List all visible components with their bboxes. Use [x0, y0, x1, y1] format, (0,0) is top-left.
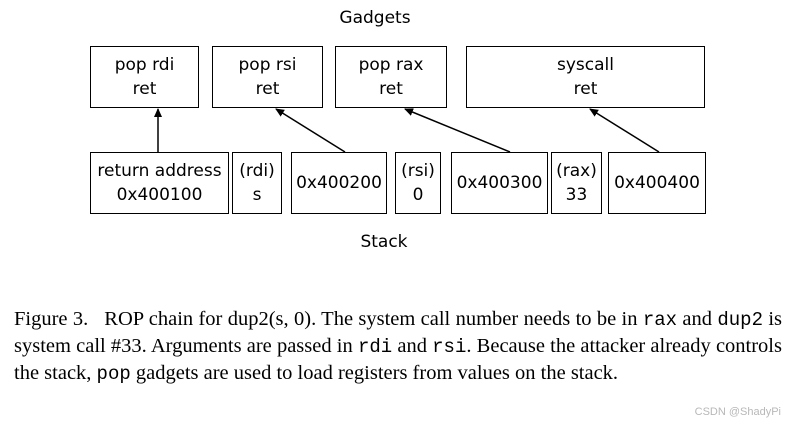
gadget-line2: ret	[132, 79, 157, 99]
arrow-rsi	[275, 108, 346, 153]
stack-line1: (rsi)	[401, 161, 435, 181]
caption-code-pop: pop	[96, 363, 131, 385]
stack-rax-value: (rax) 33	[551, 152, 602, 214]
caption-code-rdi: rdi	[357, 336, 393, 358]
caption-code-dup2: dup2	[717, 309, 763, 331]
watermark: CSDN @ShadyPi	[694, 406, 781, 418]
stack-line2: 0	[412, 185, 424, 205]
gadget-line2: ret	[573, 79, 598, 99]
figure-caption: Figure 3. ROP chain for dup2(s, 0). The …	[14, 306, 782, 387]
gadgets-title: Gadgets	[339, 8, 411, 28]
gadget-syscall: syscall ret	[466, 46, 705, 108]
stack-rdi-value: (rdi) s	[232, 152, 282, 214]
stack-line1: return address	[97, 161, 222, 181]
diagram-arrows	[154, 108, 660, 153]
caption-text: and	[677, 308, 718, 330]
caption-text: ROP chain for dup2(s, 0). The system cal…	[104, 308, 638, 330]
stack-line2: 0x400400	[614, 173, 700, 193]
arrow-rax	[404, 108, 511, 153]
stack-rsi-value: (rsi) 0	[395, 152, 441, 214]
arrow-syscall	[589, 108, 660, 153]
stack-addr-pop-rsi: 0x400200	[291, 152, 387, 214]
stack-title: Stack	[360, 232, 408, 252]
caption-text: and	[392, 335, 433, 357]
gadget-pop-rsi: pop rsi ret	[212, 46, 323, 108]
caption-label: Figure 3.	[14, 308, 89, 330]
stack-line2: 0x400100	[116, 185, 203, 205]
stack-line1: (rax)	[556, 161, 597, 181]
gadget-line1: pop rsi	[238, 55, 297, 75]
gadget-line1: pop rdi	[114, 55, 175, 75]
caption-text: is system call #33. Arguments are passed…	[14, 308, 783, 357]
stack-line2: 33	[565, 185, 588, 205]
gadget-pop-rax: pop rax ret	[335, 46, 447, 108]
stack-line1: (rdi)	[239, 161, 275, 181]
caption-code-rsi: rsi	[432, 336, 467, 358]
stack-line2: 0x400300	[456, 173, 543, 193]
stack-return-address: return address 0x400100	[90, 152, 229, 214]
stack-line2: 0x400200	[296, 173, 382, 193]
caption-text: gadgets are used to load registers from …	[130, 362, 619, 384]
gadget-line1: pop rax	[358, 55, 424, 75]
gadget-line2: ret	[379, 79, 403, 99]
stack-addr-pop-rax: 0x400300	[451, 152, 548, 214]
stack-addr-syscall: 0x400400	[608, 152, 706, 214]
caption-text: . Because the attacker already controls …	[14, 335, 782, 384]
caption-code-rax: rax	[642, 309, 678, 331]
stack-line2: s	[252, 185, 262, 205]
gadget-line1: syscall	[557, 55, 614, 75]
gadget-pop-rdi: pop rdi ret	[90, 46, 199, 108]
gadget-line2: ret	[255, 79, 280, 99]
